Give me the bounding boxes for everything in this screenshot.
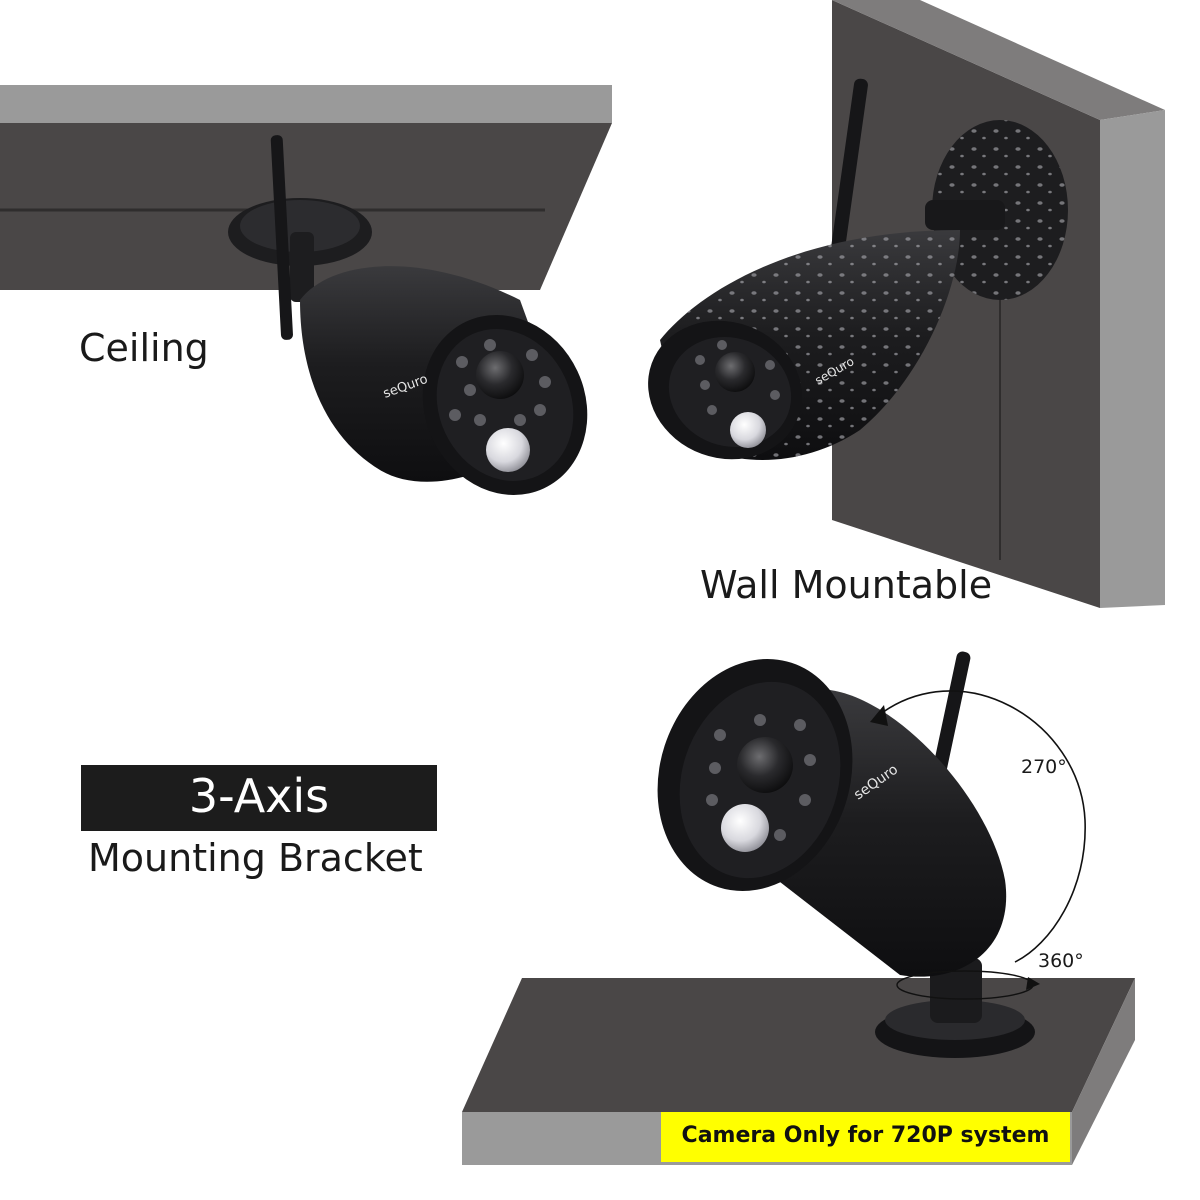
camera-wall: seQuro: [648, 78, 1068, 460]
ceiling-label: Ceiling: [79, 326, 209, 370]
camera-ceiling: seQuro: [228, 135, 588, 495]
rotation-270-label: 270°: [1021, 756, 1067, 778]
compatibility-note-text: Camera Only for 720P system: [681, 1123, 1050, 1148]
rotation-arrow-360: [896, 970, 1040, 1000]
camera-floor: seQuro: [657, 651, 1035, 1058]
rotation-360-label: 360°: [1038, 950, 1084, 972]
rotation-arrow-270: [870, 690, 1086, 963]
compatibility-note: Camera Only for 720P system: [661, 1112, 1070, 1162]
wall-mountable-label: Wall Mountable: [700, 563, 993, 607]
mounting-bracket-label: Mounting Bracket: [88, 836, 423, 880]
three-axis-title: 3-Axis: [188, 769, 330, 823]
three-axis-banner: 3-Axis: [81, 765, 437, 831]
